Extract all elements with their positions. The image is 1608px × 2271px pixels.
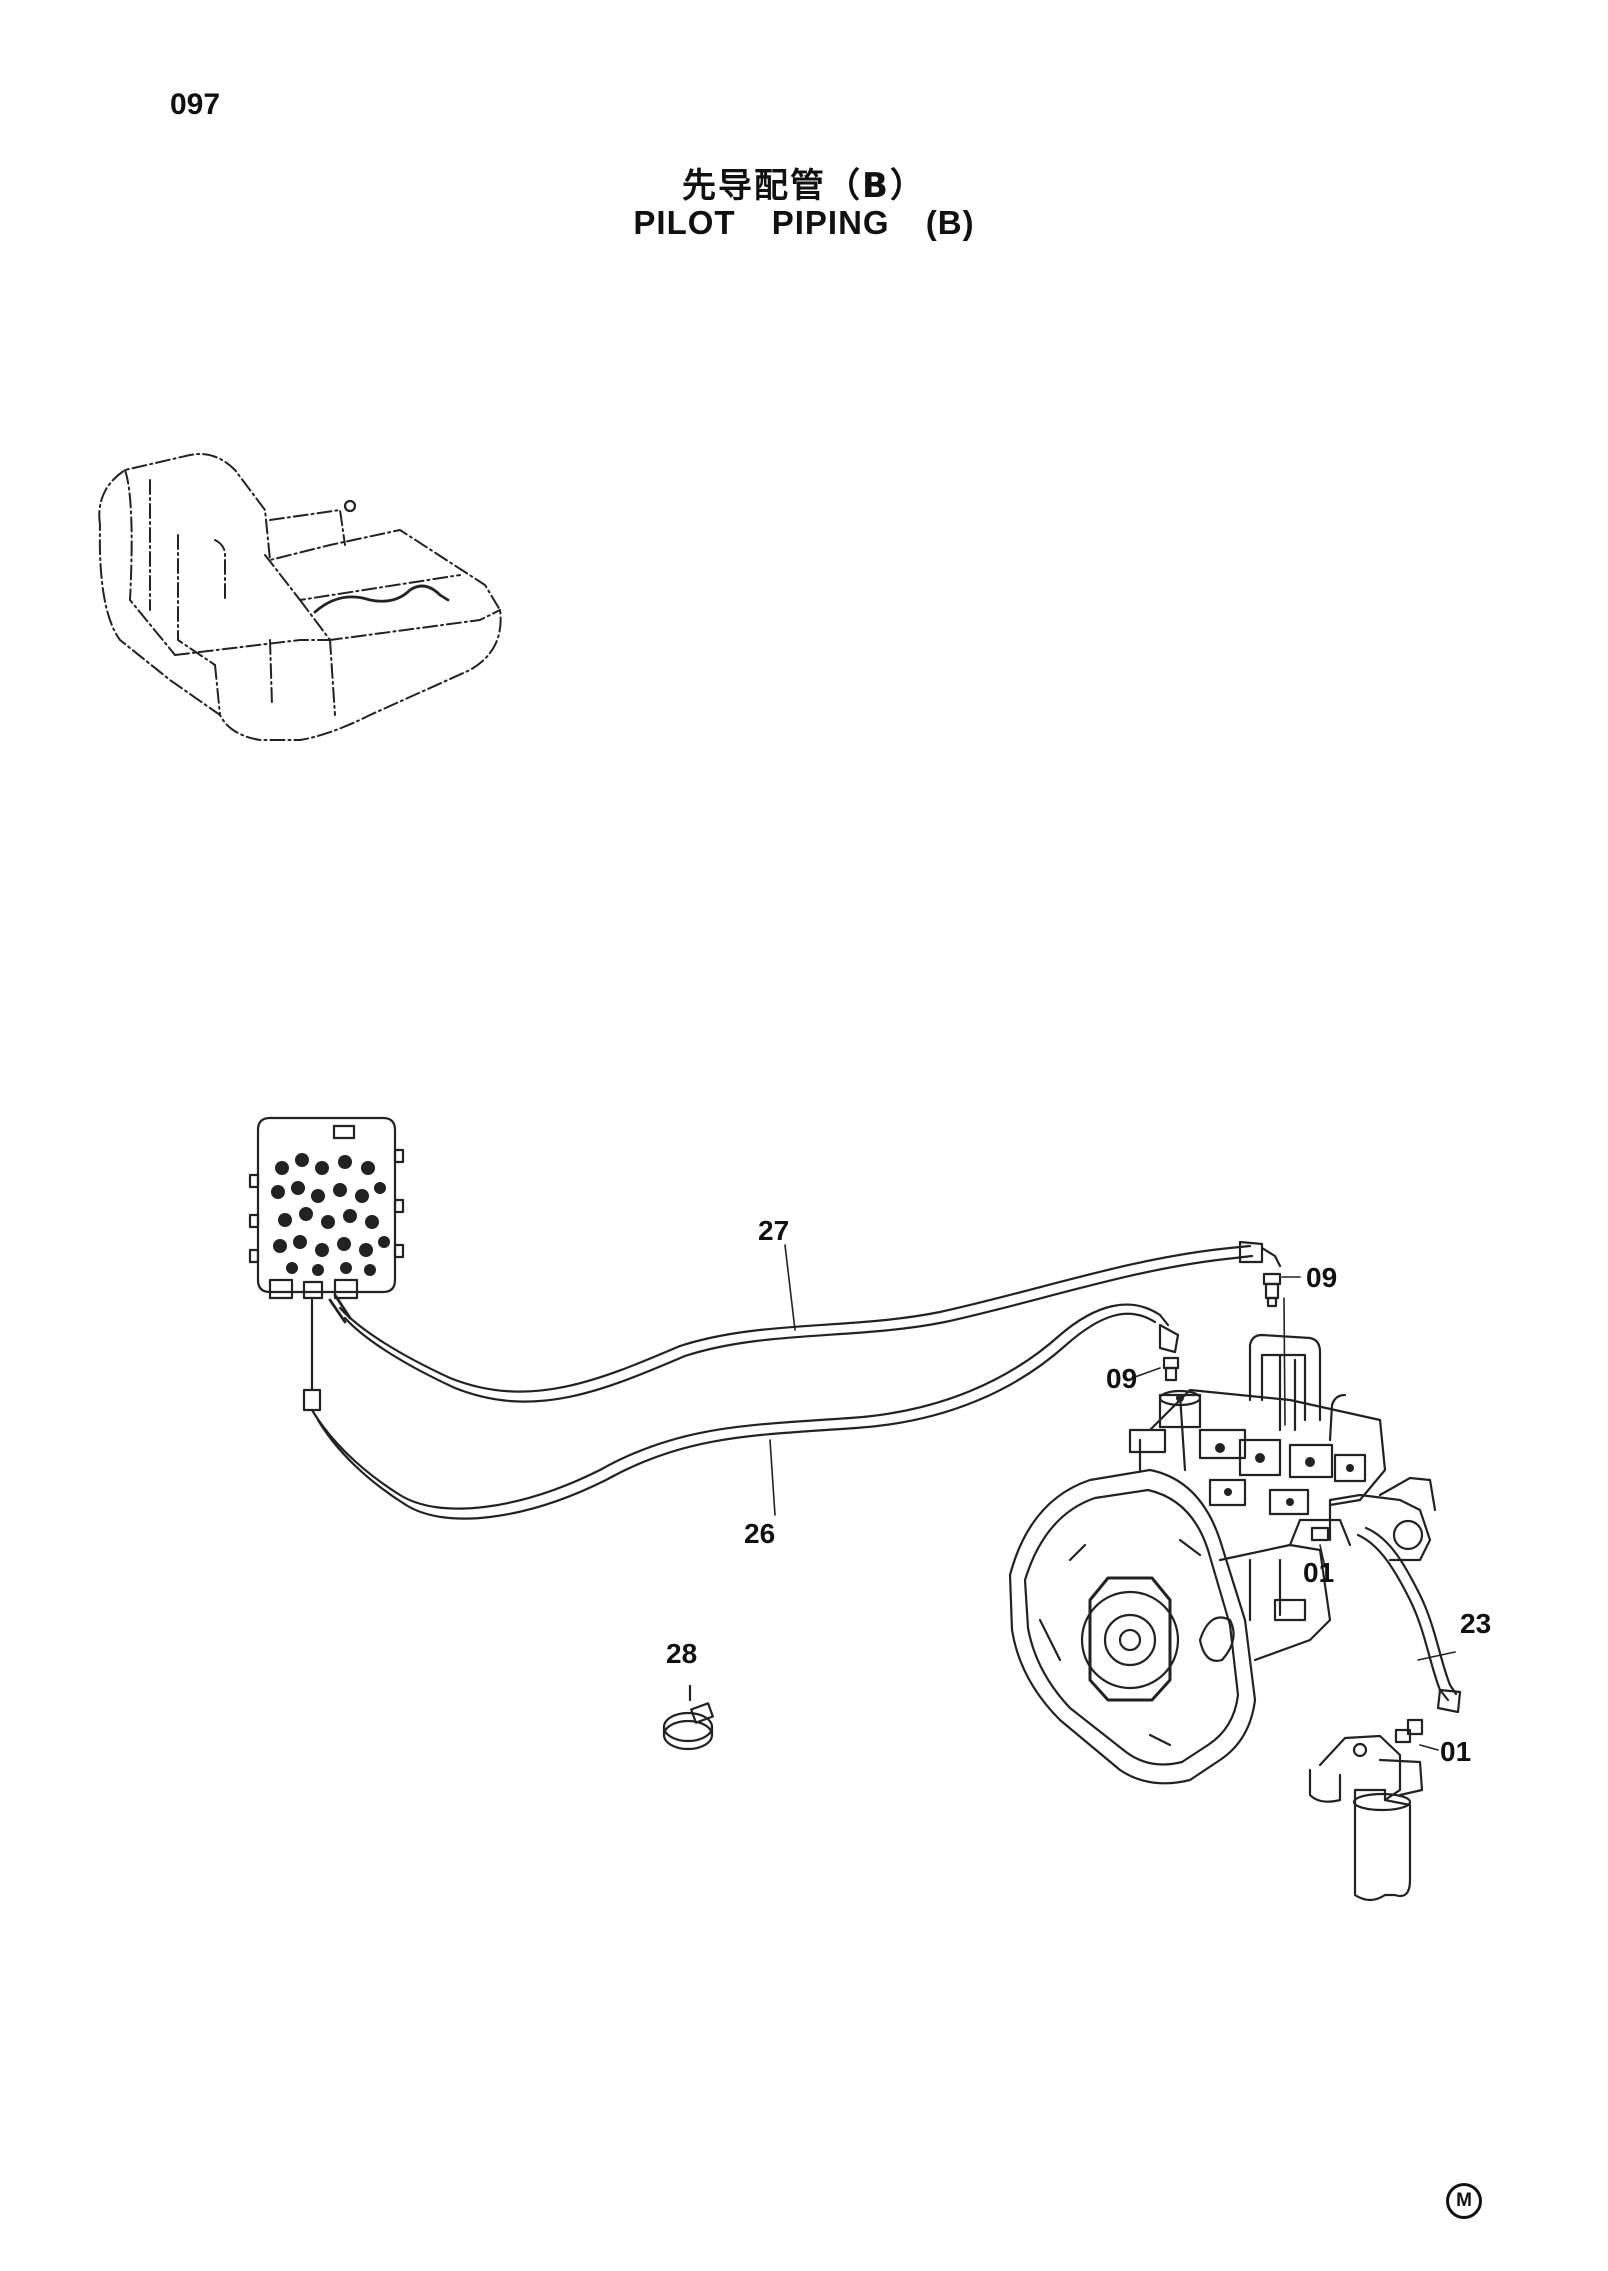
title-english: PILOT PIPING (B) — [633, 204, 975, 241]
title-chinese: 先导配管（B） — [682, 166, 926, 206]
callout-01-upper: 01 — [1303, 1557, 1335, 1588]
excavator-cap — [343, 499, 357, 513]
fitting-01-lower — [1394, 1718, 1424, 1744]
callout-26: 26 — [744, 1518, 776, 1549]
page-number: 097 — [170, 88, 221, 121]
callout-27: 27 — [758, 1215, 790, 1246]
hose-clamp-28 — [662, 1684, 714, 1751]
pilot-valve-block — [248, 1116, 405, 1300]
hose-26 — [302, 1298, 1180, 1520]
pipe-route-highlight — [313, 584, 450, 614]
excavator-overview — [98, 453, 502, 741]
callout-01-lower: 01 — [1440, 1736, 1472, 1767]
leader-lines — [769, 1244, 1456, 1751]
footer-mark: M — [1446, 2183, 1482, 2219]
filter-unit — [1308, 1734, 1424, 1902]
hose-23 — [1356, 1526, 1462, 1714]
callout-09-lower: 09 — [1106, 1363, 1138, 1394]
hose-27 — [328, 1240, 1282, 1403]
fitting-09-upper — [1262, 1272, 1282, 1308]
hydraulic-pump-assembly — [1008, 1333, 1437, 1785]
fitting-09-lower — [1162, 1356, 1180, 1382]
callout-23: 23 — [1460, 1608, 1492, 1639]
callout-09-upper: 09 — [1306, 1262, 1338, 1293]
callout-28: 28 — [666, 1638, 698, 1669]
